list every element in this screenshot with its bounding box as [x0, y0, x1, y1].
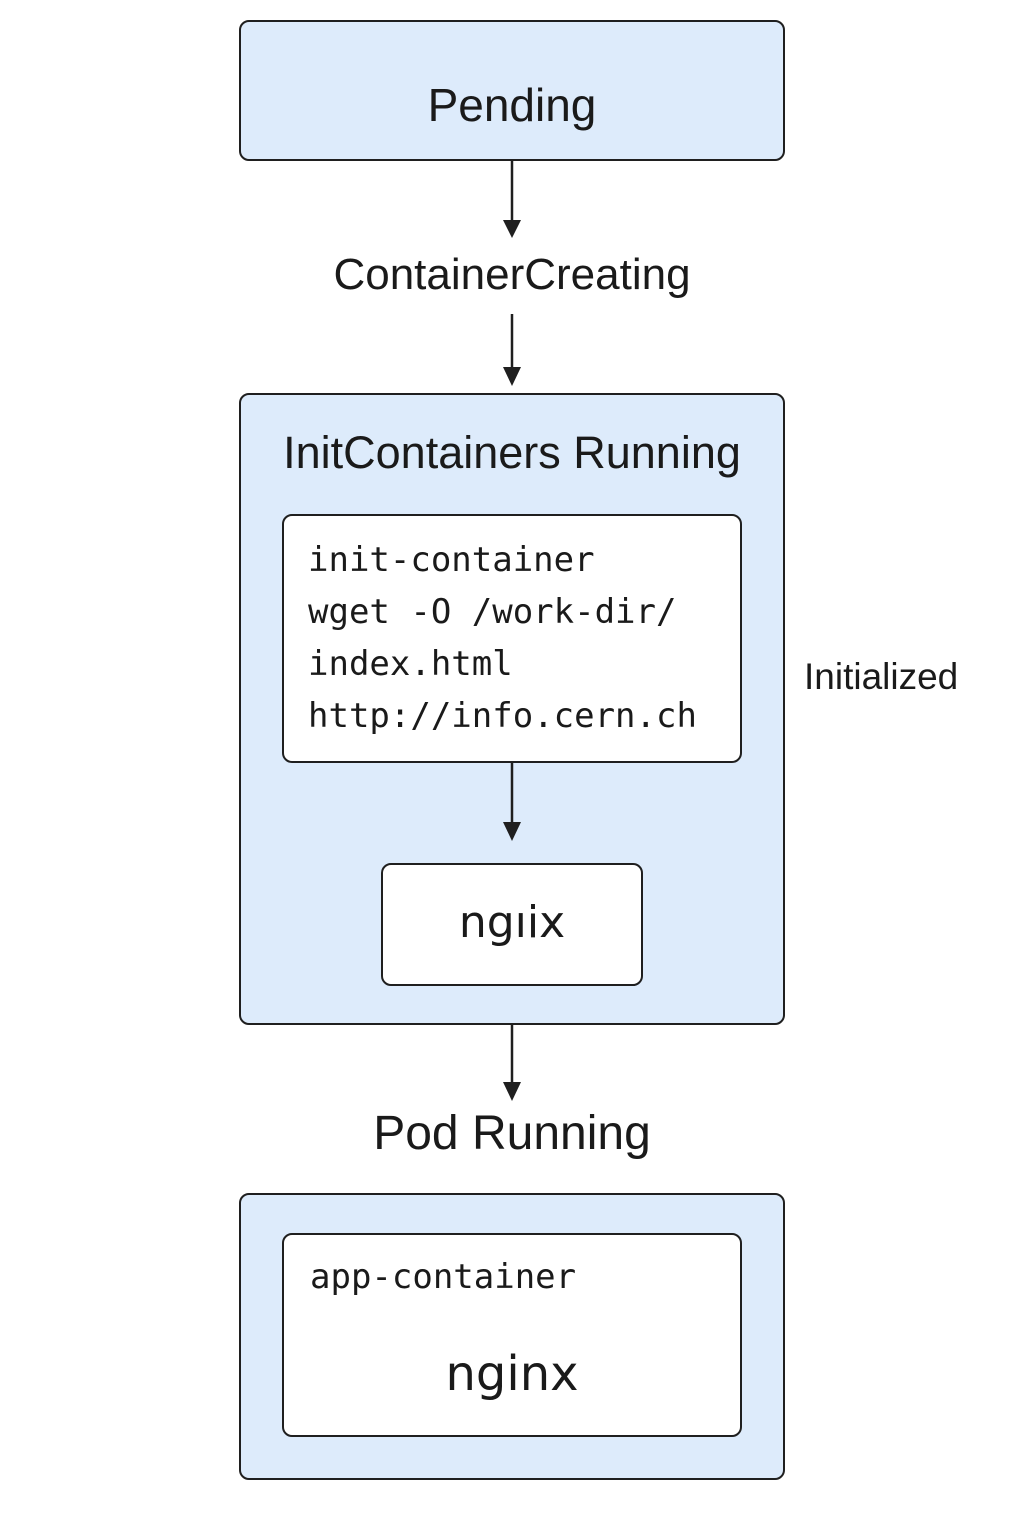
- init-containers-running-label: InitContainers Running: [283, 427, 741, 478]
- init-container-command-line-2: index.html: [308, 644, 513, 684]
- pending-stage-box: Pending: [239, 20, 785, 161]
- container-creating-label: ContainerCreating: [333, 250, 691, 299]
- init-container-command-line-3: http://info.cern.ch: [308, 696, 697, 736]
- app-container-box: [282, 1233, 742, 1437]
- init-stage-nginx-label: ngıix: [458, 897, 566, 948]
- app-container-image-label: nginx: [445, 1346, 579, 1402]
- init-container-command-line-1: wget -O /work-dir/: [308, 592, 677, 632]
- init-container-name: init-container: [308, 540, 595, 580]
- arrow-init-to-pod-running: [503, 1024, 521, 1101]
- pending-label: Pending: [427, 79, 597, 131]
- app-container-name: app-container: [310, 1257, 577, 1297]
- arrow-creating-to-init: [503, 314, 521, 386]
- init-stage-nginx-box: [381, 863, 643, 986]
- init-container-text: init-container wget -O /work-dir/ index.…: [308, 534, 697, 742]
- initialized-label: Initialized: [804, 656, 959, 697]
- arrow-pending-to-creating: [503, 160, 521, 238]
- arrow-init-to-nginx: [503, 762, 521, 841]
- pod-running-label: Pod Running: [373, 1107, 651, 1160]
